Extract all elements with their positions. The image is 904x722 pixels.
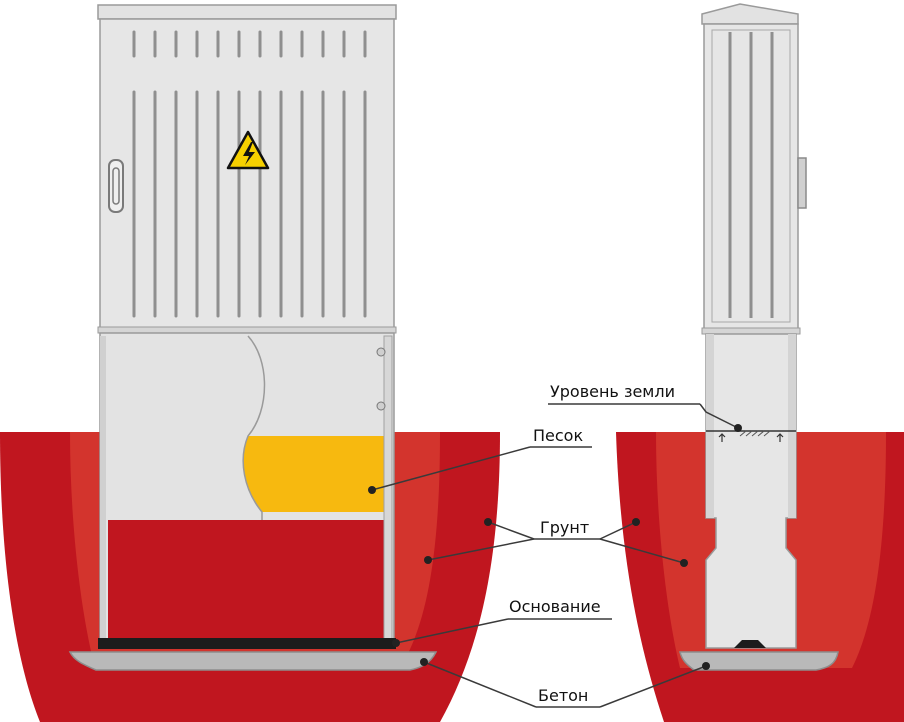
front-plinth-panel [100, 336, 106, 640]
leader-dots [368, 424, 742, 670]
front-base-plate [98, 638, 396, 649]
side-cabinet-roof [701, 3, 799, 25]
label-concrete: Бетон [538, 686, 589, 705]
leader-lines [371, 403, 739, 708]
front-cabinet-divider [97, 326, 397, 334]
leader-dot [632, 518, 640, 526]
leader-soil-2 [427, 538, 535, 561]
ground-level-hatch [739, 430, 771, 437]
side-plinth-flange-left [706, 334, 714, 518]
leader-dot [420, 658, 428, 666]
front-plinth-post [383, 335, 393, 641]
leader-concrete-2 [599, 665, 707, 708]
front-cabinet-roof [97, 4, 397, 20]
label-soil: Грунт [540, 518, 590, 537]
leader-base [395, 618, 509, 644]
leader-dot [424, 556, 432, 564]
label-ground-level: Уровень земли [550, 382, 675, 401]
leader-sand [371, 446, 531, 491]
side-view [616, 3, 904, 722]
front-soil-inside [108, 520, 384, 640]
side-cabinet-divider [701, 327, 801, 335]
bolt [376, 347, 386, 357]
side-cabinet-inner [711, 29, 791, 323]
bolt [376, 401, 386, 411]
leader-soil-4 [599, 538, 685, 564]
label-sand: Песок [533, 426, 584, 445]
side-plinth-foot [734, 640, 766, 648]
leader-dot [392, 639, 400, 647]
front-vent-slots [132, 30, 367, 318]
front-sand-fill [243, 436, 384, 512]
leader-dot [680, 559, 688, 567]
front-cabinet-door [99, 18, 395, 330]
leader-dot [734, 424, 742, 432]
high-voltage-warning-icon [226, 130, 270, 170]
leader-dot [368, 486, 376, 494]
up-arrow-icon [718, 433, 726, 442]
side-plinth [705, 333, 797, 649]
side-vent-slots [728, 32, 774, 318]
leader-ground-level [699, 403, 739, 429]
leader-soil-3 [599, 521, 637, 540]
leader-dot [484, 518, 492, 526]
leader-dot [702, 662, 710, 670]
side-hinge [797, 157, 807, 209]
side-concrete-pad [679, 651, 839, 671]
leader-soil-1 [487, 521, 535, 540]
door-handle-grip [112, 167, 120, 205]
side-plinth-flange-right [788, 334, 796, 518]
front-concrete-pad [68, 651, 438, 671]
up-arrow-icon [776, 433, 784, 442]
label-base: Основание [509, 597, 601, 616]
front-cutaway-edge [242, 335, 266, 520]
front-view [0, 4, 500, 722]
leader-concrete-1 [423, 661, 537, 708]
